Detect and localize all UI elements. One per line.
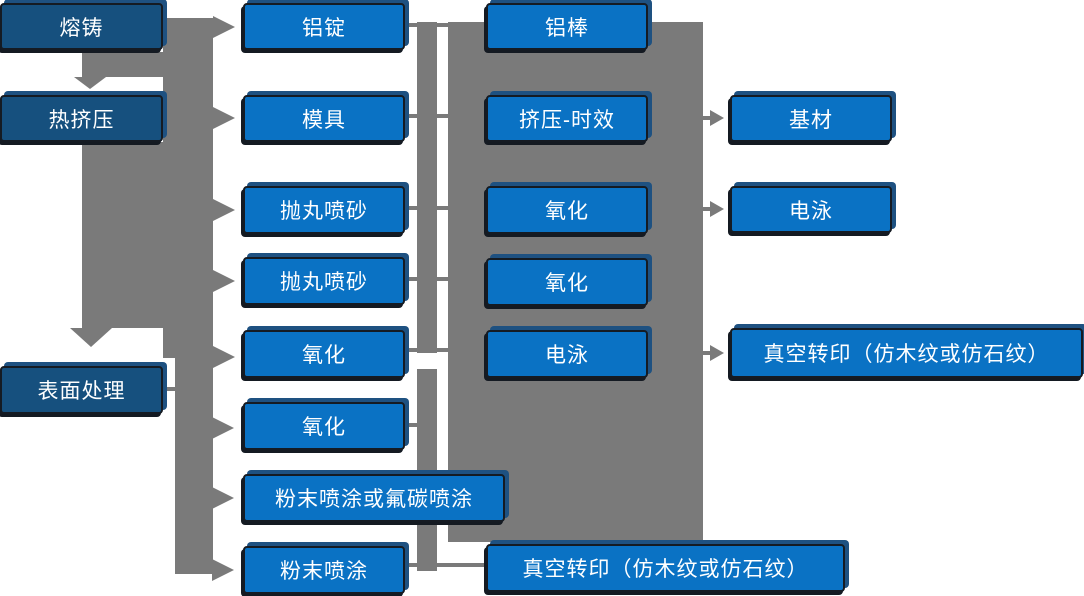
node-extrusion-aging: 挤压-时效 <box>486 95 648 142</box>
arrow-to-powder-coating-icon <box>212 559 234 581</box>
node-melting-casting-label: 熔铸 <box>59 16 104 40</box>
node-hot-extrusion: 热挤压 <box>0 95 163 142</box>
link-shot-blast-2-row <box>406 277 448 281</box>
node-mold-label: 模具 <box>302 108 346 132</box>
arrow-to-vacuum-transfer-c4-icon <box>710 345 724 361</box>
link-substrate-row <box>700 116 712 120</box>
node-oxidation-c2-2-label: 氧化 <box>302 416 346 439</box>
arrow-to-mold-icon <box>213 107 235 129</box>
node-shot-blast-2-label: 抛丸喷砂 <box>280 271 368 294</box>
link-aluminum-ingot-row <box>406 23 448 27</box>
node-aluminum-ingot: 铝锭 <box>243 3 405 50</box>
node-vacuum-transfer-c3: 真空转印（仿木纹或仿石纹） <box>486 544 845 592</box>
link-powder-coating-row <box>407 563 487 567</box>
node-oxidation-c3-1: 氧化 <box>486 186 648 234</box>
node-vacuum-transfer-c4: 真空转印（仿木纹或仿石纹） <box>730 328 1083 378</box>
arrow-to-aluminum-ingot-icon <box>213 16 235 38</box>
arrow-to-electrophoresis-c4-icon <box>710 201 724 217</box>
arrow-to-shot-blast-2-icon <box>213 270 235 292</box>
node-oxidation-c2-1: 氧化 <box>243 330 405 378</box>
node-shot-blast-2: 抛丸喷砂 <box>243 257 405 305</box>
node-oxidation-c3-2: 氧化 <box>486 258 648 306</box>
node-powder-coating: 粉末喷涂 <box>243 546 405 594</box>
connector-under-melting <box>82 52 163 77</box>
node-powder-coating-label: 粉末喷涂 <box>280 560 368 583</box>
node-mold: 模具 <box>243 95 405 142</box>
node-aluminum-rod: 铝棒 <box>486 3 648 50</box>
link-mold-row <box>406 114 448 118</box>
node-aluminum-rod-label: 铝棒 <box>545 16 589 40</box>
node-electrophoresis-c4-label: 电泳 <box>789 199 833 223</box>
node-substrate-label: 基材 <box>789 108 833 132</box>
node-hot-extrusion-label: 热挤压 <box>48 108 115 132</box>
node-electrophoresis-c3-label: 电泳 <box>545 344 589 367</box>
node-oxidation-c3-2-label: 氧化 <box>545 272 589 295</box>
connector-mid-bar-upper <box>417 22 437 353</box>
link-vacuum-transfer-row <box>700 351 712 355</box>
node-shot-blast-1: 抛丸喷砂 <box>243 186 405 234</box>
node-electrophoresis-c3: 电泳 <box>486 330 648 378</box>
node-oxidation-c3-1-label: 氧化 <box>545 200 589 223</box>
node-oxidation-c2-2: 氧化 <box>243 402 405 450</box>
node-shot-blast-1-label: 抛丸喷砂 <box>280 200 368 223</box>
arrow-down-to-hot-extrusion-icon <box>74 77 106 89</box>
arrow-to-oxidation-c2-2-icon <box>212 417 234 439</box>
link-oxidation-c2-1-row <box>406 348 448 352</box>
connector-left-band <box>163 18 213 358</box>
arrow-to-powder-fluorocarbon-icon <box>212 487 234 509</box>
arrow-down-to-surface-treatment-icon <box>70 328 112 347</box>
node-surface-treatment-label: 表面处理 <box>37 380 126 403</box>
link-electrophoresis-row <box>700 207 712 211</box>
node-powder-fluorocarbon-label: 粉末喷涂或氟碳喷涂 <box>275 488 473 511</box>
node-melting-casting: 熔铸 <box>0 3 163 50</box>
arrow-to-oxidation-c2-1-icon <box>213 346 235 368</box>
link-oxidation-c2-2-row <box>406 423 420 427</box>
node-vacuum-transfer-c4-label: 真空转印（仿木纹或仿石纹） <box>763 343 1050 366</box>
node-electrophoresis-c4: 电泳 <box>730 186 892 233</box>
connector-surface-treatment-stub <box>163 387 177 391</box>
link-shot-blast-1-row <box>406 206 448 210</box>
arrow-to-substrate-icon <box>710 110 724 126</box>
node-oxidation-c2-1-label: 氧化 <box>302 344 346 367</box>
node-extrusion-aging-label: 挤压-时效 <box>519 108 615 132</box>
node-vacuum-transfer-c3-label: 真空转印（仿木纹或仿石纹） <box>522 558 809 581</box>
node-surface-treatment: 表面处理 <box>0 366 163 414</box>
node-substrate: 基材 <box>730 95 892 142</box>
connector-lower-band <box>175 358 213 574</box>
arrow-to-shot-blast-1-icon <box>213 199 235 221</box>
connector-mid-bar-lower <box>417 369 437 571</box>
connector-under-hot-extrusion <box>82 142 163 328</box>
node-aluminum-ingot-label: 铝锭 <box>302 16 346 40</box>
node-powder-fluorocarbon: 粉末喷涂或氟碳喷涂 <box>243 474 505 522</box>
